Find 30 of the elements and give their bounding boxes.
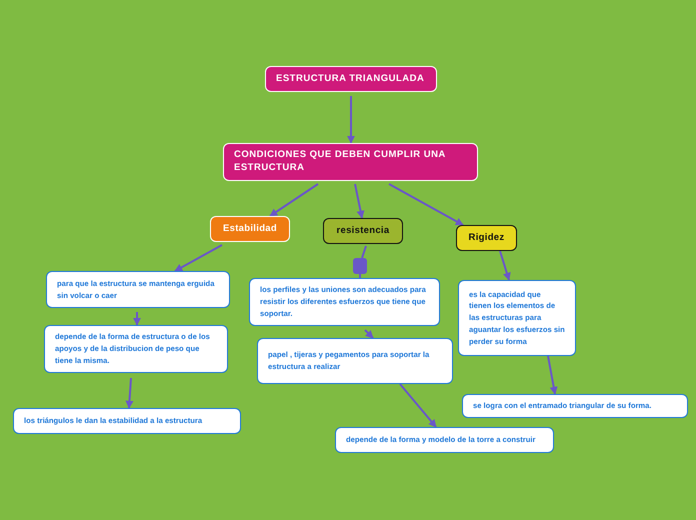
text-box bbox=[46, 271, 230, 308]
title-box bbox=[265, 66, 437, 92]
topic-box bbox=[210, 216, 290, 242]
node-text: resistencia bbox=[336, 224, 390, 238]
arrow bbox=[354, 184, 364, 219]
node-text: ESTRUCTURA TRIANGULADA bbox=[275, 72, 426, 86]
arrow bbox=[399, 383, 437, 428]
arrow bbox=[126, 378, 134, 409]
arrow bbox=[133, 312, 141, 326]
text-box bbox=[13, 408, 241, 434]
topic-box bbox=[323, 218, 403, 244]
text-box bbox=[44, 325, 228, 373]
arrow bbox=[388, 183, 464, 226]
text-box bbox=[257, 338, 453, 384]
title-box bbox=[223, 143, 478, 181]
arrow bbox=[347, 96, 355, 144]
arrow bbox=[269, 183, 319, 217]
text-box bbox=[335, 427, 554, 453]
node-text: Estabilidad bbox=[222, 222, 278, 236]
node-text: CONDICIONES QUE DEBEN CUMPLIR UNA ESTRUCTURA bbox=[233, 149, 446, 175]
text-box bbox=[462, 394, 688, 418]
arrow bbox=[174, 244, 222, 272]
topic-box bbox=[456, 225, 517, 251]
arrow bbox=[547, 356, 558, 395]
node-text: Rigidez bbox=[468, 232, 506, 244]
text-box bbox=[458, 280, 576, 356]
square-shape bbox=[353, 258, 367, 274]
text-box bbox=[249, 278, 440, 326]
arrow bbox=[499, 250, 511, 281]
arrow bbox=[364, 329, 374, 339]
